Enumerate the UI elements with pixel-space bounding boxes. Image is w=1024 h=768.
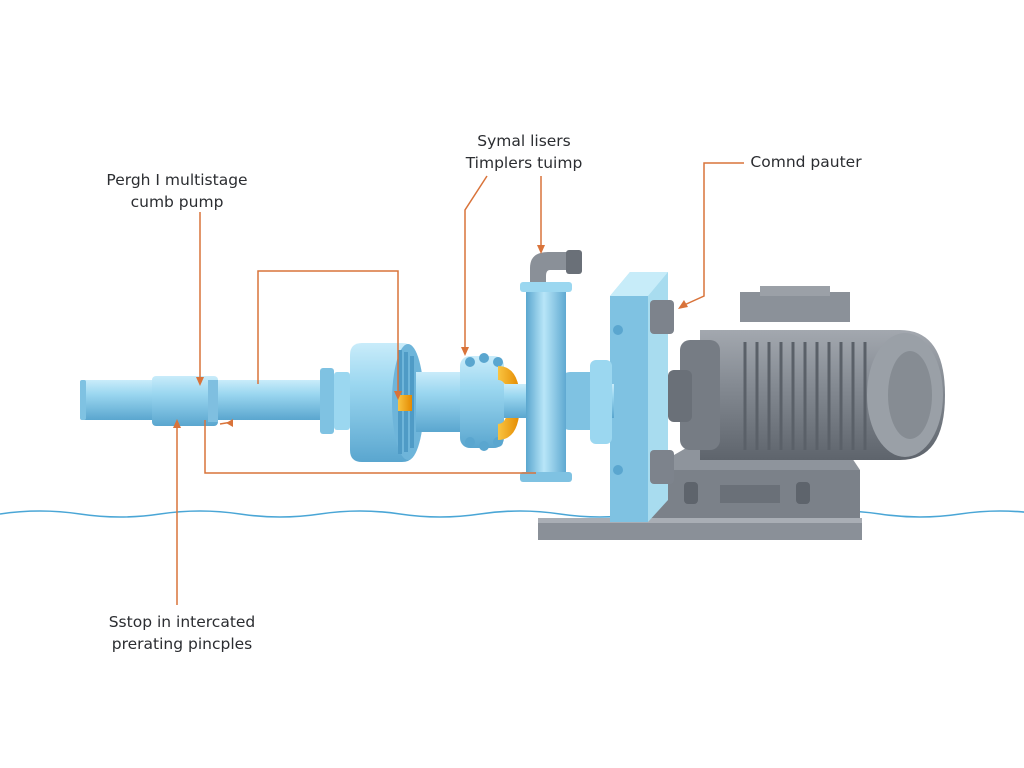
label-multistage-line2: cumb pump (130, 193, 224, 211)
water-line (0, 510, 1024, 518)
label-command: Comnd pauter (746, 151, 866, 173)
suction-pipe (80, 376, 362, 426)
label-principles-line1: Sstop in intercated (108, 613, 256, 631)
base-plate (538, 518, 862, 540)
leader-loop-bottom (204, 420, 536, 474)
inlet-flange (320, 368, 350, 434)
label-impellers-line2: Timplers tuimp (465, 154, 583, 172)
label-impellers: Symal lisers Timplers tuimp (458, 130, 590, 174)
label-multistage-pump: Pergh I multistage cumb pump (104, 169, 250, 213)
electric-motor (668, 286, 945, 460)
mounting-flange (610, 272, 674, 522)
leader-impellers-1 (464, 175, 488, 352)
label-principles-line2: prerating pincples (111, 635, 253, 653)
label-command-line1: Comnd pauter (750, 153, 862, 171)
label-multistage-line1: Pergh I multistage (106, 171, 248, 189)
pump-casing-stage-1 (350, 343, 424, 462)
leader-arrowheads (173, 245, 688, 428)
discharge-pipe (520, 250, 582, 482)
leader-loop-top (257, 270, 399, 396)
leader-lines (176, 162, 744, 605)
leader-command (681, 162, 744, 307)
label-impellers-line1: Symal lisers (477, 132, 571, 150)
pump-casing-stage-2 (416, 353, 520, 451)
label-operating-principles: Sstop in intercated prerating pincples (104, 611, 260, 655)
